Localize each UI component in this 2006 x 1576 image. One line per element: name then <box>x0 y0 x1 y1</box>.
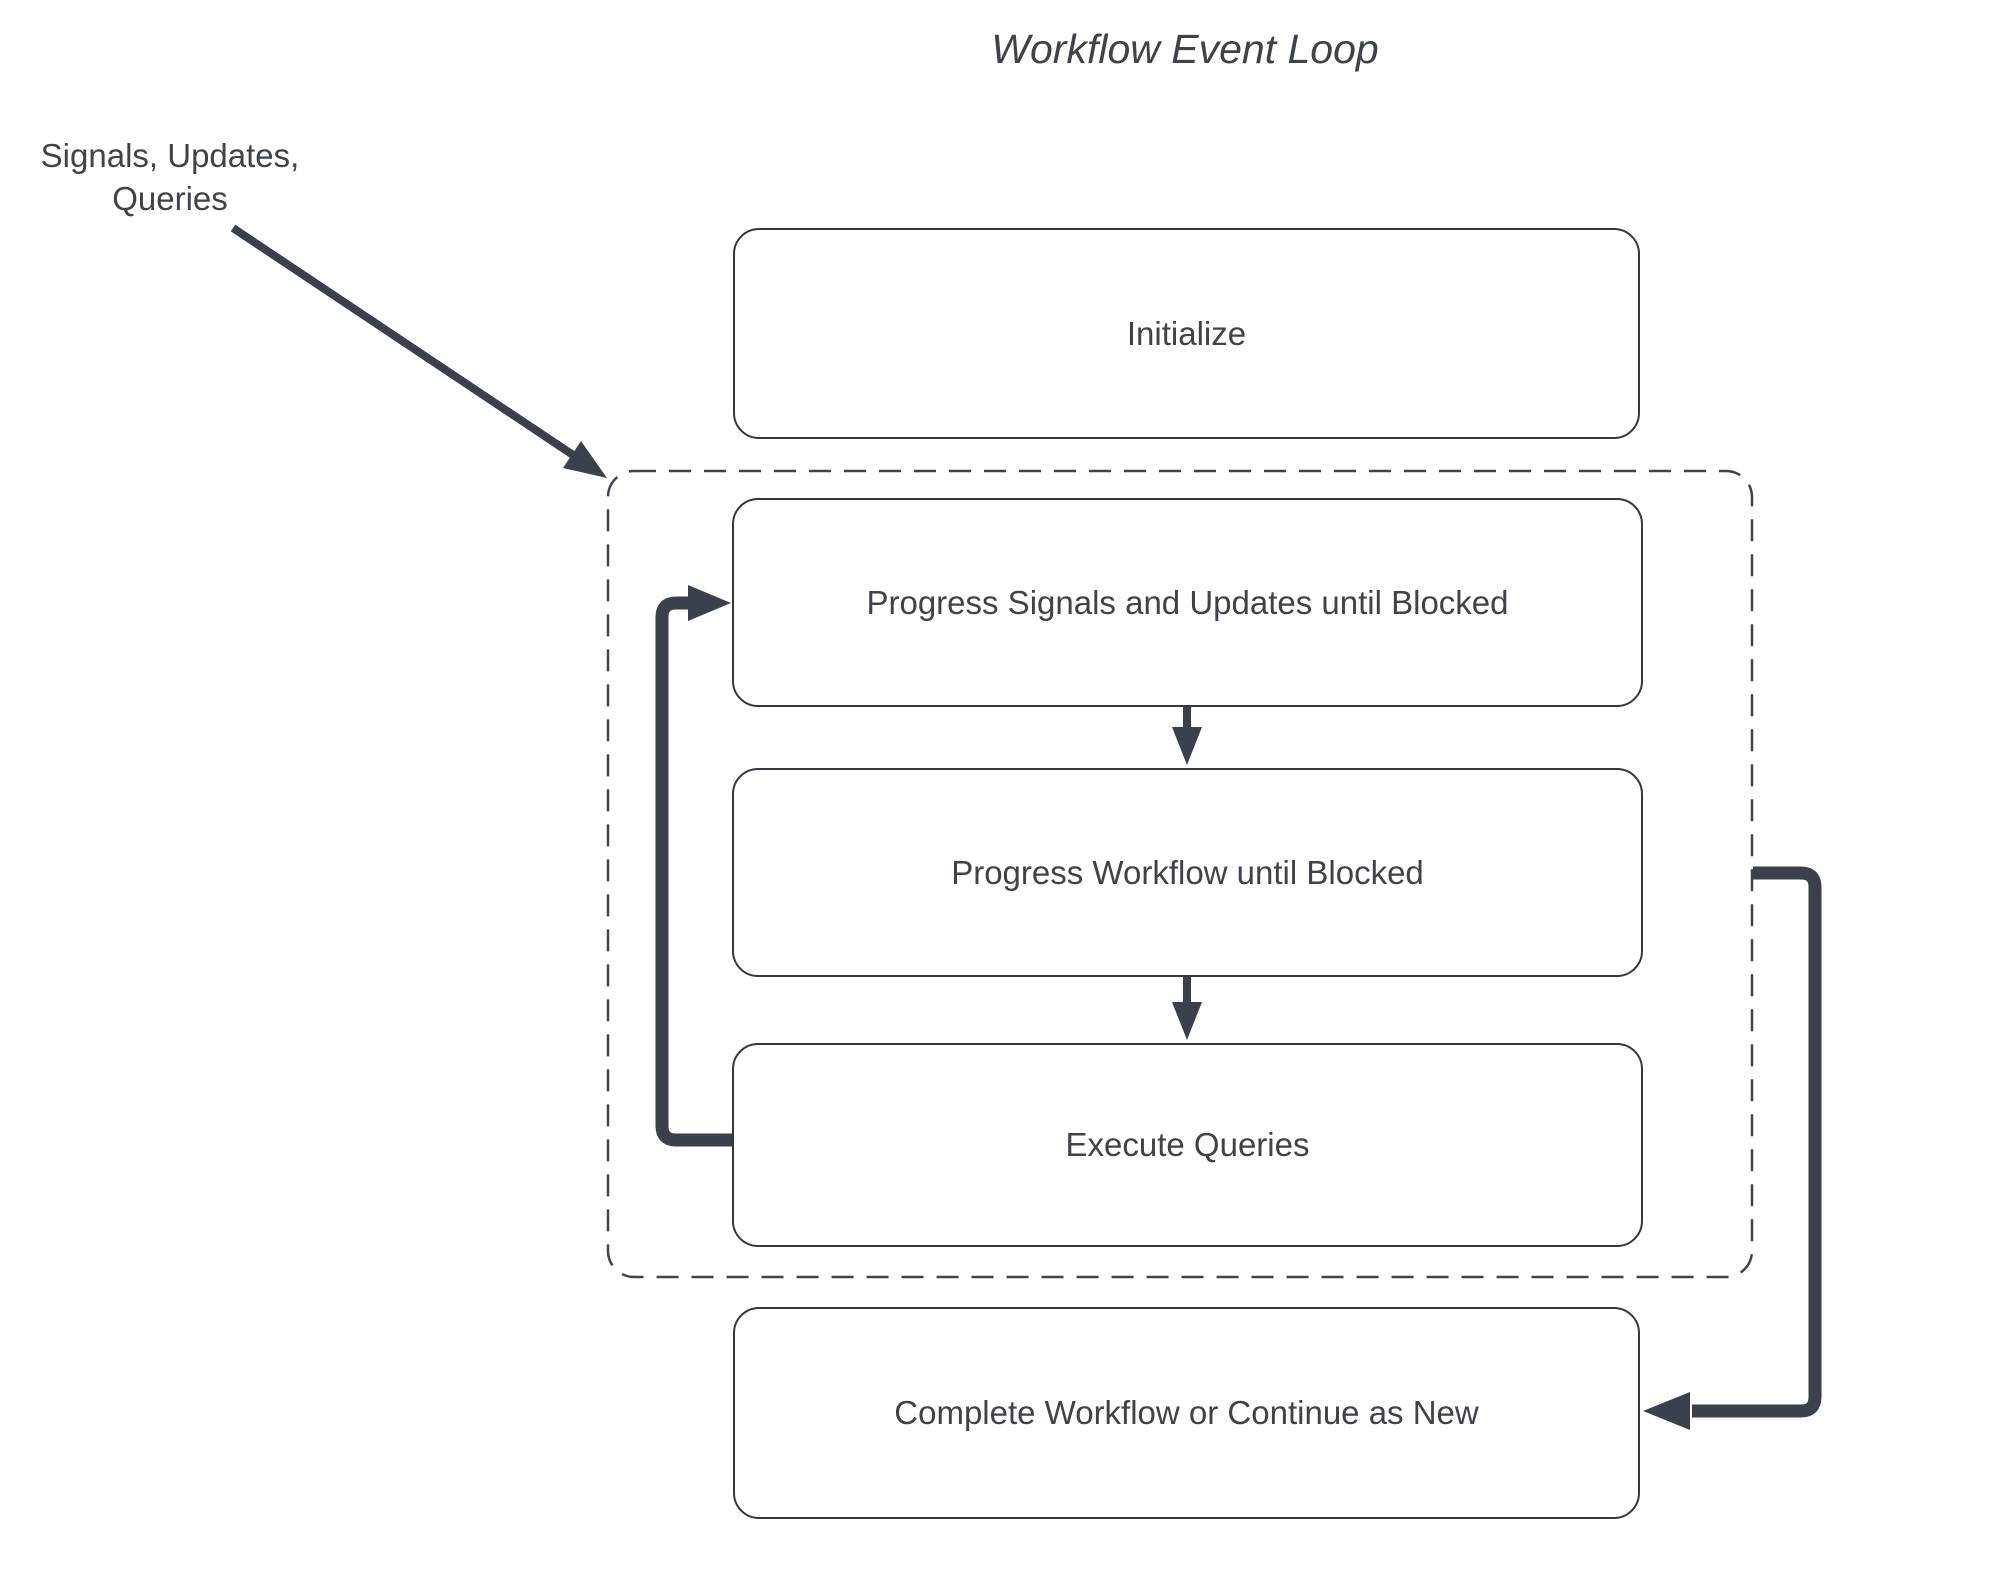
node-progress-workflow-label: Progress Workflow until Blocked <box>951 853 1424 891</box>
event-loop-group <box>606 469 1754 1279</box>
edge-progress-signals-to-progress-workflow <box>1172 705 1202 765</box>
edge-group-to-complete <box>1643 866 1822 1430</box>
node-progress-signals: Progress Signals and Updates until Block… <box>732 498 1643 707</box>
node-initialize-label: Initialize <box>1126 314 1247 352</box>
node-initialize: Initialize <box>733 228 1640 439</box>
signals-updates-queries-label: Signals, Updates, Queries <box>40 137 300 217</box>
edge-progress-workflow-to-execute-queries <box>1172 975 1202 1040</box>
node-progress-workflow: Progress Workflow until Blocked <box>732 768 1643 977</box>
node-execute-queries-label: Execute Queries <box>1065 1126 1310 1163</box>
edge-annotation-to-group <box>230 224 607 478</box>
node-execute-queries: Execute Queries <box>732 1043 1643 1247</box>
diagram-title: Workflow Event Loop <box>991 26 1379 72</box>
node-progress-signals-label: Progress Signals and Updates until Block… <box>866 583 1509 621</box>
edge-execute-queries-to-progress-signals <box>655 585 733 1147</box>
node-complete-label: Complete Workflow or Continue as New <box>894 1394 1479 1431</box>
node-complete: Complete Workflow or Continue as New <box>733 1307 1640 1519</box>
